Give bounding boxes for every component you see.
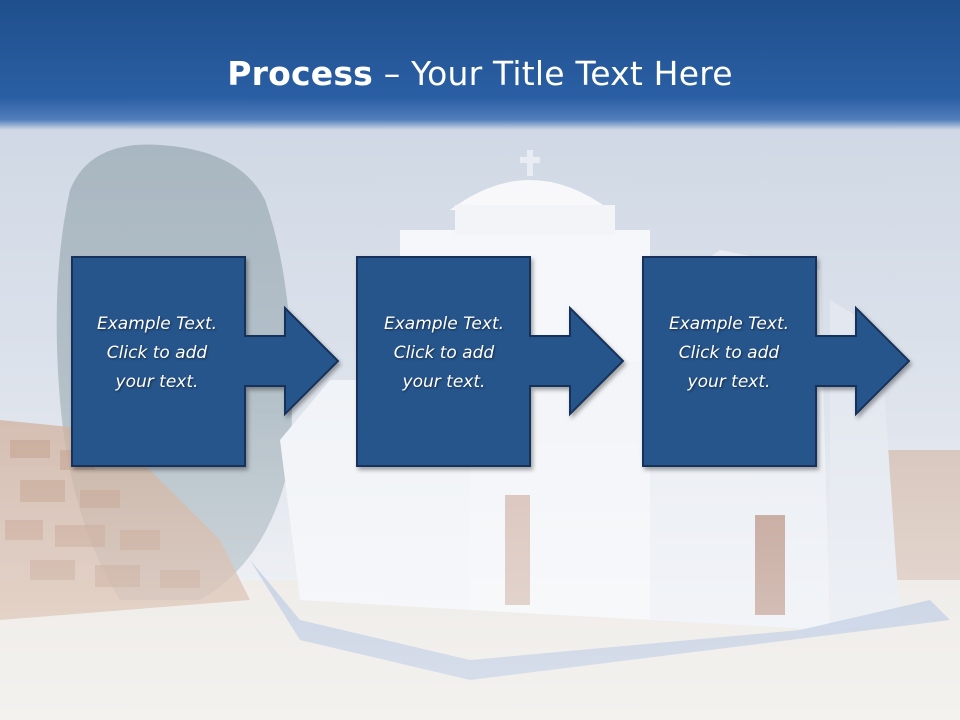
step-3-line-1: Example Text.	[668, 314, 790, 334]
slide-title[interactable]: Process – Your Title Text Here	[0, 52, 960, 96]
title-bold: Process	[227, 54, 374, 93]
process-step-1-shape[interactable]	[71, 256, 340, 467]
step-2-line-2: Click to add	[393, 343, 495, 363]
process-step-2-shape[interactable]	[356, 256, 625, 467]
process-step-3-shape[interactable]	[642, 256, 911, 467]
title-rest: – Your Title Text Here	[373, 54, 733, 93]
step-1-line-2: Click to add	[106, 343, 208, 363]
step-2-line-1: Example Text.	[383, 314, 505, 334]
step-2-line-3: your text.	[402, 372, 486, 392]
step-3-line-2: Click to add	[678, 343, 780, 363]
process-step-3-text[interactable]: Example Text. Click to add your text.	[644, 310, 814, 397]
step-3-line-3: your text.	[687, 372, 771, 392]
step-1-line-1: Example Text.	[96, 314, 218, 334]
process-step-1-text[interactable]: Example Text. Click to add your text.	[72, 310, 242, 397]
title-bar	[0, 0, 960, 130]
step-1-line-3: your text.	[115, 372, 199, 392]
process-step-2-text[interactable]: Example Text. Click to add your text.	[359, 310, 529, 397]
